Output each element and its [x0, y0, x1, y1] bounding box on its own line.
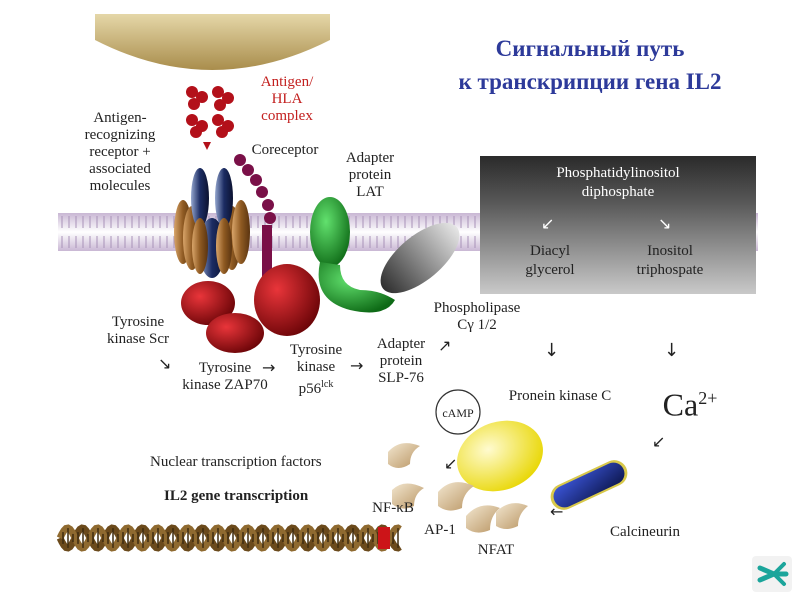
diacyl-line1: Diacyl	[530, 243, 570, 259]
tyrosine-scr-label: Tyrosine kinase Scr	[88, 314, 188, 348]
arrow-p56: →	[350, 356, 364, 375]
tyrosine-zap70-line1: Tyrosine	[198, 360, 252, 376]
pip-label-line1: Phosphatidylinositol	[556, 165, 680, 181]
inositol-line1: Inositol	[647, 243, 693, 259]
next-slide-icon[interactable]	[752, 556, 792, 592]
p56-superscript: lck	[321, 379, 334, 390]
receptor-line1: Antigen-	[93, 110, 147, 126]
tyrosine-p56-line2: kinase	[296, 359, 336, 375]
transcription-factors	[388, 443, 528, 533]
pip-label-line2: diphosphate	[581, 184, 655, 200]
receptor-label: Antigen- recognizing receptor + associat…	[56, 110, 184, 195]
tyrosine-scr-line1: Tyrosine	[111, 314, 165, 330]
adapter-proteins	[310, 197, 395, 313]
phospholipase-label: Phospholipase Cγ 1/2	[424, 300, 530, 334]
adapter-lat-line2: protein	[348, 167, 392, 183]
receptor-line2: recognizing	[84, 127, 156, 143]
calcineurin-shape	[550, 460, 628, 510]
antigen-presenting-cell	[95, 14, 330, 70]
inositol-line2: triphospate	[636, 262, 704, 278]
phospholipase-shape	[380, 222, 460, 294]
camp-circle	[435, 389, 481, 435]
arrow-zap70: →	[262, 358, 276, 377]
kinase-complex	[181, 264, 320, 353]
antigen-hla-line3: complex	[261, 108, 313, 124]
arrow-diacyl-down: ↓	[544, 340, 560, 361]
dna-helix	[56, 524, 402, 552]
coreceptor-chain	[234, 154, 276, 285]
tyrosine-p56-line1: Tyrosine	[289, 342, 343, 358]
calcium-symbol: Ca	[662, 386, 699, 423]
diacyl-line2: glycerol	[525, 262, 575, 278]
coreceptor-label: Coreceptor	[251, 142, 319, 158]
nuclear-factors-label: Nuclear transcription factors	[150, 454, 322, 470]
tyrosine-scr-line2: kinase Scr	[106, 331, 170, 347]
tyrosine-p56-label: Tyrosine kinase p56lck	[276, 342, 356, 398]
receptor-line5: molecules	[89, 178, 151, 194]
title-line1: Сигнальный путь	[495, 36, 685, 61]
antigen-hla-line2: HLA	[271, 91, 303, 107]
adapter-slp-label: Adapter protein SLP-76	[364, 336, 438, 387]
arrow-inositol-down: ↓	[664, 340, 680, 361]
il2-transcription-label: IL2 gene transcription	[164, 488, 309, 504]
diacyl-label: Diacyl glycerol	[505, 242, 595, 280]
arrow-nuclear: ↙	[444, 454, 458, 473]
nfkb-label: NF-κB	[372, 500, 414, 516]
camp-label: cAMP	[442, 406, 474, 420]
adapter-lat-label: Adapter protein LAT	[332, 150, 408, 201]
arrow-scr: ↘	[158, 354, 172, 373]
pip-label: Phosphatidylinositol diphosphate	[486, 164, 750, 202]
receptor-line4: associated	[89, 161, 151, 177]
antigen-hla-label: Antigen/ HLA complex	[243, 74, 331, 125]
arrow-to-inositol: ↘	[658, 214, 672, 233]
phospholipase-line2: Cγ 1/2	[457, 317, 497, 333]
pkc-label: Pronein kinase C	[508, 388, 612, 404]
adapter-lat-line3: LAT	[356, 184, 384, 200]
tyrosine-zap70-label: Tyrosine kinase ZAP70	[170, 360, 280, 394]
adapter-slp-line1: Adapter	[376, 336, 426, 352]
pip-box	[480, 156, 756, 294]
tyrosine-zap70-line2: kinase ZAP70	[182, 377, 268, 393]
protein-kinase-c-shape	[457, 420, 543, 492]
arrow-calcium: ↙	[652, 432, 666, 451]
t-cell-receptor	[174, 168, 250, 278]
adapter-lat-line1: Adapter	[345, 150, 395, 166]
ap1-label: AP-1	[424, 522, 456, 538]
arrow-slp: ↗	[438, 336, 452, 355]
receptor-line3: receptor +	[89, 144, 151, 160]
nfat-label: NFAT	[477, 542, 515, 558]
phospholipase-line1: Phospholipase	[433, 300, 521, 316]
adapter-slp-line3: SLP-76	[378, 370, 424, 386]
arrow-calcineurin: ←	[550, 502, 564, 521]
antigen-hla-line1: Antigen/	[260, 74, 314, 90]
antigen-cluster	[186, 86, 234, 150]
inositol-label: Inositol triphospate	[615, 242, 725, 280]
slide-title: Сигнальный путь к транскрипции гена IL2	[400, 32, 780, 98]
tyrosine-p56-line3: p56	[298, 381, 322, 397]
title-line2: к транскрипции гена IL2	[458, 69, 722, 94]
arrow-to-diacyl: ↙	[541, 214, 555, 233]
calcium-charge: 2+	[698, 388, 718, 408]
calcium-label: Ca2+	[650, 380, 730, 423]
calcineurin-label: Calcineurin	[610, 524, 680, 540]
adapter-slp-line2: protein	[379, 353, 423, 369]
